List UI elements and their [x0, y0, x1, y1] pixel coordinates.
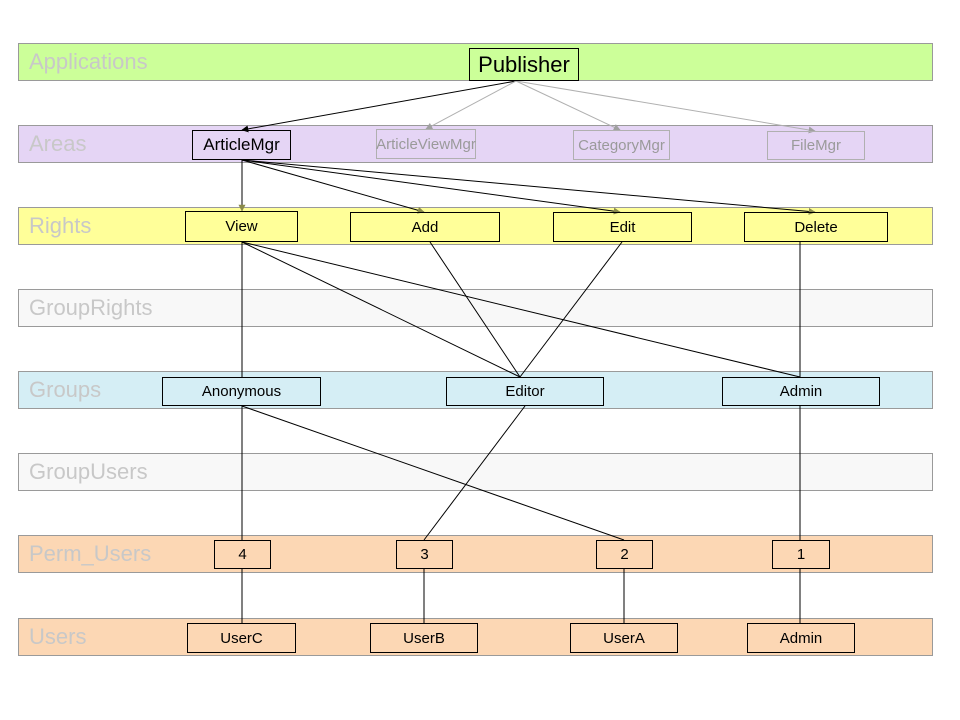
node-perm-user-1[interactable]: 1 [772, 540, 830, 569]
edge-articlemgr-add [241, 159, 425, 214]
node-user-b[interactable]: UserB [370, 623, 478, 653]
band-label-applications: Applications [29, 49, 148, 74]
edge-publisher-articlemgr [241, 80, 517, 133]
node-right-add[interactable]: Add [350, 212, 500, 242]
edge-add-editor [429, 241, 521, 378]
node-perm-user-4[interactable]: 4 [214, 540, 271, 569]
edge-view-editor [241, 241, 521, 378]
edge-publisher-categorymgr [515, 80, 621, 131]
band-label-group-users: GroupUsers [29, 459, 148, 484]
band-users [18, 618, 933, 656]
edge-articlemgr-edit [241, 159, 621, 215]
node-user-c[interactable]: UserC [187, 623, 296, 653]
node-right-view[interactable]: View [185, 211, 298, 242]
edge-publisher-filemgr [515, 80, 816, 134]
band-applications [18, 43, 933, 81]
node-user-admin[interactable]: Admin [747, 623, 855, 653]
band-label-perm-users: Perm_Users [29, 541, 152, 566]
edge-view-admin [241, 241, 801, 378]
node-right-delete[interactable]: Delete [744, 212, 888, 242]
edge-publisher-articleviewmgr [425, 80, 517, 130]
node-user-a[interactable]: UserA [570, 623, 678, 653]
node-group-anonymous[interactable]: Anonymous [162, 377, 321, 406]
node-perm-user-2[interactable]: 2 [596, 540, 653, 569]
band-label-group-rights: GroupRights [29, 295, 153, 320]
node-group-editor[interactable]: Editor [446, 377, 604, 406]
node-group-admin[interactable]: Admin [722, 377, 880, 406]
edge-edit-editor [519, 241, 623, 378]
band-group-rights [18, 289, 933, 327]
node-publisher[interactable]: Publisher [469, 48, 579, 81]
node-categorymgr[interactable]: CategoryMgr [573, 130, 670, 160]
edge-editor-perm3 [423, 405, 526, 541]
band-label-users: Users [29, 624, 87, 649]
band-label-areas: Areas [29, 131, 87, 156]
node-articlemgr[interactable]: ArticleMgr [192, 130, 291, 160]
edge-anonymous-perm2 [241, 405, 625, 541]
band-perm-users [18, 535, 933, 573]
node-articleviewmgr[interactable]: ArticleViewMgr [376, 129, 476, 159]
band-label-groups: Groups [29, 377, 102, 402]
node-filemgr[interactable]: FileMgr [767, 131, 865, 160]
node-right-edit[interactable]: Edit [553, 212, 692, 242]
band-rights [18, 207, 933, 245]
node-perm-user-3[interactable]: 3 [396, 540, 453, 569]
band-label-rights: Rights [29, 213, 92, 238]
edge-articlemgr-delete [241, 159, 816, 215]
